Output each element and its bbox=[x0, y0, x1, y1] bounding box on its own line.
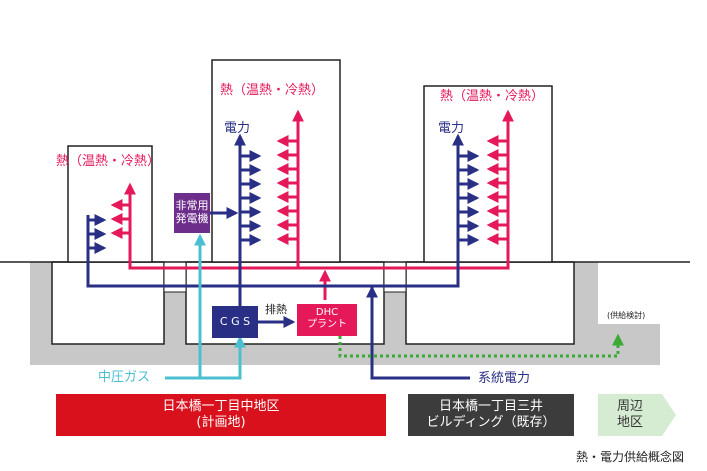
building-left bbox=[67, 145, 153, 263]
supply-study-label: (供給検討) bbox=[607, 311, 646, 320]
exhaust-heat-label: 排熱 bbox=[265, 303, 287, 316]
power-arrows bbox=[88, 133, 480, 300]
cgs-box bbox=[212, 306, 258, 338]
grid-power-label: 系統電力 bbox=[478, 371, 531, 386]
surrounding-line1: 周辺 bbox=[616, 398, 643, 414]
dhc-plant-box bbox=[297, 304, 357, 336]
power-label-mid: 電力 bbox=[224, 121, 251, 136]
diagram-caption: 熱・電力供給概念図 bbox=[576, 450, 685, 464]
gas-lines bbox=[165, 240, 242, 380]
emergency-generator-label: 非常用 発電機 bbox=[174, 199, 210, 225]
existing-building-band bbox=[408, 394, 574, 436]
surrounding-line2: 地区 bbox=[616, 415, 643, 430]
heat-arrows bbox=[110, 109, 514, 245]
building-right bbox=[423, 85, 553, 263]
power-label-right: 電力 bbox=[438, 121, 465, 136]
surrounding-band-text: 周辺 地区 bbox=[598, 394, 662, 436]
basement-right bbox=[405, 261, 575, 345]
supply-study-line bbox=[338, 333, 624, 358]
city-gas-label: 中圧ガス bbox=[98, 370, 151, 385]
plan-area-line2: (計画地) bbox=[196, 415, 246, 430]
heat-label-mid: 熱（温熱・冷熱） bbox=[220, 83, 325, 98]
emergency-generator-line1: 非常用 bbox=[175, 199, 209, 212]
plan-area-band bbox=[56, 394, 386, 436]
cgs-label: C G S bbox=[219, 315, 251, 328]
surrounding-band bbox=[598, 394, 676, 436]
emergency-generator-line2: 発電機 bbox=[175, 211, 209, 225]
pit-right bbox=[598, 262, 660, 324]
emergency-generator-box bbox=[174, 193, 210, 233]
existing-building-line1: 日本橋一丁目三井 bbox=[438, 398, 543, 414]
dhc-plant-label: DHC プラント bbox=[297, 307, 357, 330]
heat-label-left: 熱（温熱・冷熱） bbox=[56, 154, 161, 169]
building-mid bbox=[211, 59, 341, 263]
existing-building-line2: ビルディング（既存） bbox=[426, 415, 556, 430]
dhc-plant-line2: プラント bbox=[307, 318, 347, 330]
dhc-plant-line1: DHC bbox=[315, 307, 339, 318]
plan-area-line1: 日本橋一丁目中地区 bbox=[162, 398, 280, 414]
basement-left bbox=[51, 261, 165, 345]
plan-area-band-text: 日本橋一丁目中地区 (計画地) bbox=[56, 394, 386, 436]
existing-building-band-text: 日本橋一丁目三井 ビルディング（既存） bbox=[408, 394, 574, 436]
heat-label-right: 熱（温熱・冷熱） bbox=[440, 89, 545, 104]
